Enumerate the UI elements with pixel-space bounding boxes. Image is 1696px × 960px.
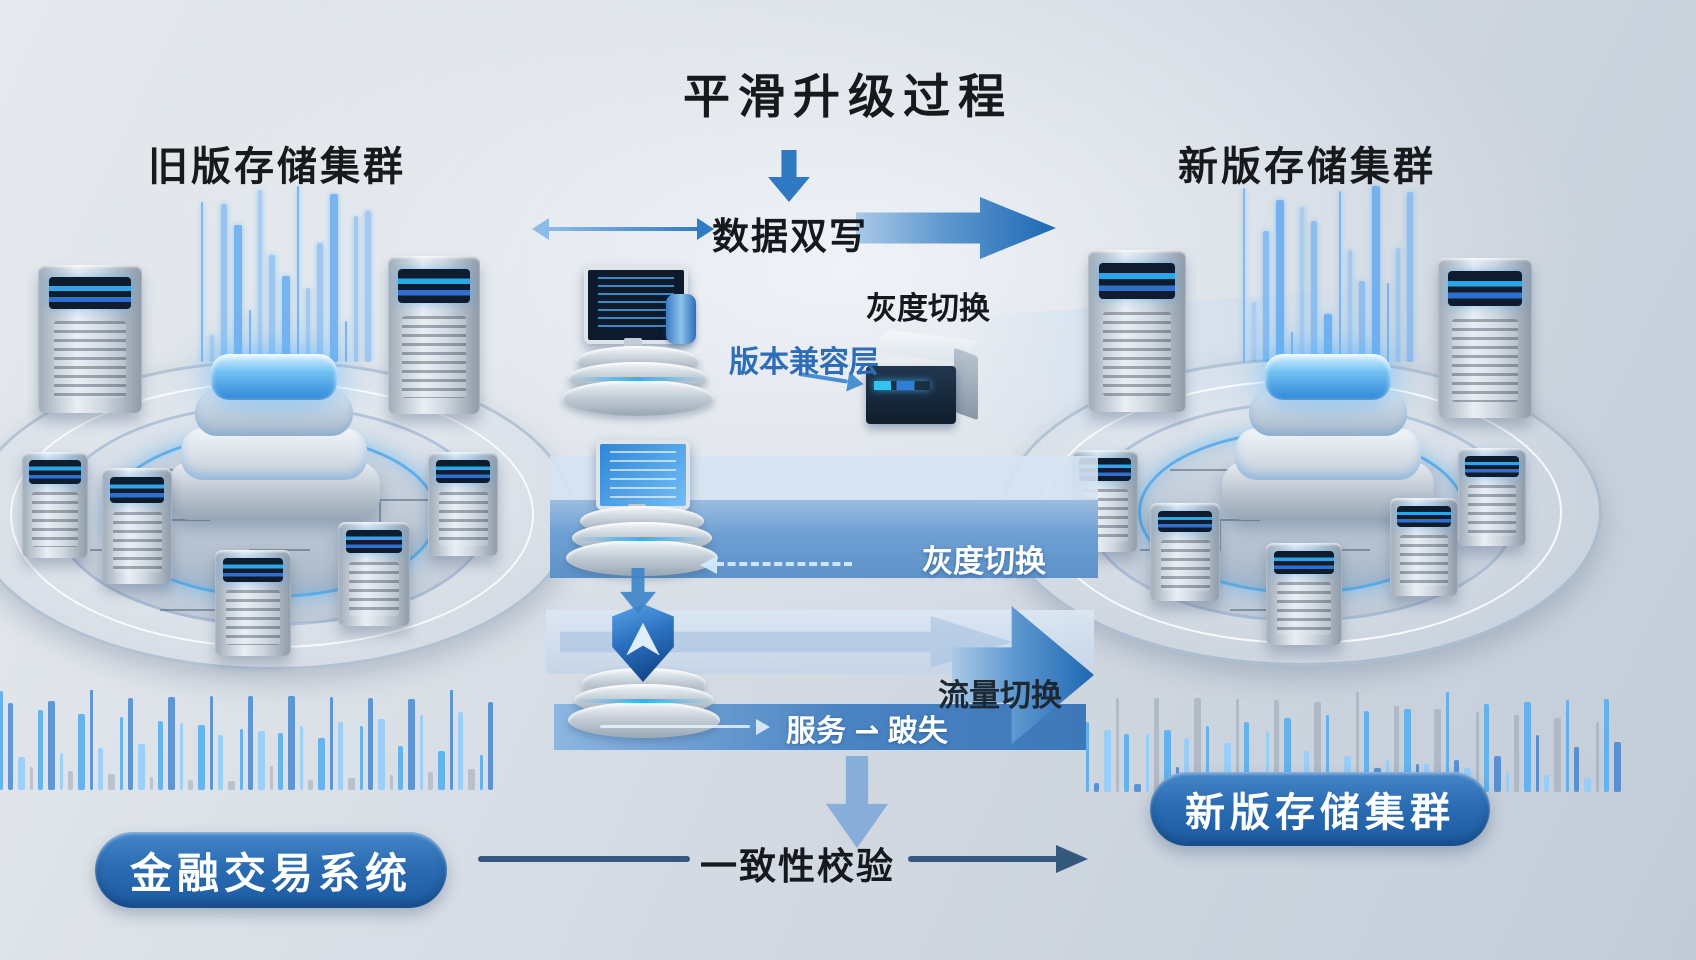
stack-layer [1235,428,1421,480]
ops-workstation-mid [566,438,718,578]
monitor-blue-screen-icon [596,440,690,510]
data-streaks [1238,180,1418,362]
traffic-switch-label: 流量切换 [938,678,1062,713]
down-arrow-icon [826,756,888,848]
down-arrow-icon [768,150,810,202]
new-cluster-badge: 新版存储集群 [1150,772,1490,846]
bidirectional-arrow-icon [532,218,714,240]
server-tower [1438,258,1532,418]
server-tower [1390,498,1458,596]
right-arrow-icon [856,197,1056,259]
pedestal [562,346,714,418]
new-core-storage-stack [1222,352,1434,520]
page-title: 平滑升级过程 [683,70,1013,123]
server-tower [102,468,172,584]
server-tower [428,452,498,556]
pedestal-glow [572,377,704,381]
service-note-label: 服务 ⇀ 跛失 [786,715,948,748]
consistency-line [478,856,690,862]
consistency-check-label: 一致性校验 [700,846,895,887]
service-arrow-icon [600,718,780,736]
new-cluster-label: 新版存储集群 [1178,145,1436,189]
stack-glow-top [1265,354,1391,400]
server-tower [1266,543,1342,645]
security-station [568,598,720,740]
pedestal [566,506,718,578]
waveform-left [0,690,560,790]
stack-layer [181,428,367,480]
compat-layer-server [866,330,978,430]
server-tower [388,256,480,414]
pedestal-glow [576,537,708,541]
old-core-storage-stack [168,352,380,520]
finance-system-badge: 金融交易系统 [95,832,447,908]
server-tower [1150,503,1220,601]
pedestal-disc [568,702,720,738]
server-front-panel [866,366,956,424]
data-double-write-label: 数据双写 [712,216,868,257]
pedestal [568,668,720,740]
old-cluster-label: 旧版存储集群 [148,145,406,189]
server-tower [338,522,410,626]
waveform-right [1086,692,1696,792]
ops-workstation-top [562,266,714,418]
pedestal-disc [562,380,714,416]
server-tower [1088,250,1186,412]
server-tower [215,550,291,656]
gray-switch-top-label: 灰度切换 [866,291,990,326]
dashed-left-arrow-icon [700,556,852,576]
version-compat-layer-label: 版本兼容层 [729,346,879,379]
stack-glow-top [211,354,337,400]
server-side-face [954,347,978,421]
consistency-line [908,856,1058,862]
server-tower [38,265,142,413]
server-tower [22,452,88,558]
consistency-arrowhead-icon [1056,845,1088,873]
server-tower [1458,448,1526,546]
pedestal-glow [578,699,710,703]
data-streaks [196,176,376,362]
gray-switch-mid-label: 灰度切换 [922,544,1046,579]
blue-cylinder-icon [666,294,696,344]
